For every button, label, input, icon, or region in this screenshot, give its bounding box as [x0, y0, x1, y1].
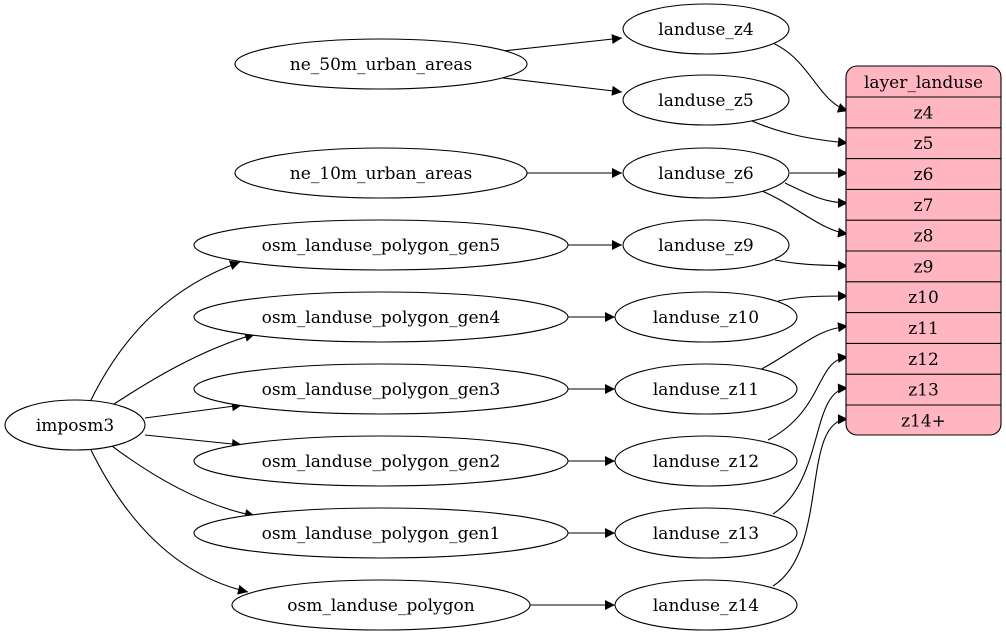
edge-imposm3-gen5 [89, 260, 241, 403]
node-landuse-z4[interactable]: landuse_z4 [622, 3, 790, 55]
node-label: osm_landuse_polygon_gen3 [262, 380, 501, 400]
edge-z13-row-z13 [772, 383, 849, 515]
node-osm-landuse-polygon-gen2[interactable]: osm_landuse_polygon_gen2 [193, 435, 569, 487]
node-label: osm_landuse_polygon_gen5 [262, 236, 501, 256]
table-row-z13[interactable]: z13 [908, 381, 939, 401]
node-osm-landuse-polygon-gen1[interactable]: osm_landuse_polygon_gen1 [193, 507, 569, 559]
node-imposm3[interactable]: imposm3 [4, 399, 146, 451]
table-row-z14-plus[interactable]: z14+ [901, 411, 946, 431]
table-row-z9[interactable]: z9 [914, 257, 934, 277]
node-osm-landuse-polygon-gen3[interactable]: osm_landuse_polygon_gen3 [193, 363, 569, 415]
node-label: osm_landuse_polygon_gen1 [262, 524, 501, 544]
source-nodes: ne_50m_urban_areas ne_10m_urban_areas os… [4, 38, 569, 631]
node-landuse-z9[interactable]: landuse_z9 [622, 219, 790, 271]
table-row-z4[interactable]: z4 [914, 103, 934, 123]
edge-z14-row-z14 [772, 414, 849, 587]
edge-z9-row-z9 [774, 259, 849, 271]
edge-imposm3-gen4 [104, 331, 256, 411]
node-ne-50m-urban-areas[interactable]: ne_50m_urban_areas [234, 38, 528, 90]
edges [89, 34, 849, 610]
node-osm-landuse-polygon-gen4[interactable]: osm_landuse_polygon_gen4 [193, 291, 569, 343]
table-row-z6[interactable]: z6 [914, 165, 934, 185]
table-row-z8[interactable]: z8 [914, 227, 934, 247]
edge-z10-row-z10 [777, 291, 849, 302]
node-landuse-z10[interactable]: landuse_z10 [614, 291, 798, 343]
node-landuse-z11[interactable]: landuse_z11 [614, 363, 798, 415]
edge-ne50m-z5 [502, 77, 623, 96]
node-label: landuse_z10 [653, 308, 759, 328]
node-label: ne_50m_urban_areas [290, 55, 472, 75]
table-row-z10[interactable]: z10 [908, 288, 939, 308]
node-label: landuse_z9 [658, 236, 753, 256]
edge-z4-row-z4 [764, 39, 849, 113]
node-label: osm_landuse_polygon_gen4 [262, 308, 501, 328]
edge-imposm3-gen3 [144, 401, 243, 419]
layer-landuse-table[interactable]: layer_landuse z4 z5 z6 z7 z8 z9 z10 z11 z12 z13 z1… [845, 65, 1002, 436]
landuse-nodes: landuse_z4 landuse_z5 landuse_z6 landuse… [614, 3, 798, 631]
node-label: landuse_z12 [653, 452, 759, 472]
table-row-z12[interactable]: z12 [908, 350, 939, 370]
table-rows: z4 z5 z6 z7 z8 z9 z10 z11 z12 z13 z14+ [846, 96, 1001, 431]
node-label: landuse_z14 [653, 596, 759, 616]
edge-z11-row-z11 [759, 322, 849, 371]
node-label: landuse_z5 [658, 91, 753, 111]
node-label: landuse_z6 [658, 164, 753, 184]
node-landuse-z14[interactable]: landuse_z14 [614, 579, 798, 631]
edge-z6-row-z7 [784, 182, 849, 208]
node-label: osm_landuse_polygon [287, 596, 474, 616]
node-label: landuse_z13 [653, 524, 759, 544]
table-title: layer_landuse [864, 73, 983, 93]
node-landuse-z12[interactable]: landuse_z12 [614, 435, 798, 487]
edge-z6-row-z8 [761, 190, 849, 238]
node-landuse-z6[interactable]: landuse_z6 [622, 147, 790, 199]
node-ne-10m-urban-areas[interactable]: ne_10m_urban_areas [234, 147, 528, 199]
node-label: osm_landuse_polygon_gen2 [262, 452, 501, 472]
edge-ne50m-z4 [502, 34, 623, 52]
node-landuse-z13[interactable]: landuse_z13 [614, 507, 798, 559]
node-label: ne_10m_urban_areas [290, 164, 472, 184]
table-row-z7[interactable]: z7 [914, 196, 934, 216]
edge-z12-row-z12 [767, 352, 849, 441]
node-landuse-z5[interactable]: landuse_z5 [622, 74, 790, 126]
node-label: landuse_z4 [658, 20, 753, 40]
edge-z5-row-z5 [751, 120, 849, 148]
edge-imposm3-gen2 [144, 434, 243, 449]
node-label: imposm3 [36, 416, 114, 436]
node-osm-landuse-polygon-gen5[interactable]: osm_landuse_polygon_gen5 [193, 219, 569, 271]
node-osm-landuse-polygon[interactable]: osm_landuse_polygon [231, 579, 531, 631]
table-row-z5[interactable]: z5 [914, 134, 934, 154]
node-label: landuse_z11 [653, 380, 759, 400]
edge-imposm3-gen1 [107, 442, 256, 519]
edge-imposm3-poly [89, 447, 249, 595]
table-row-z11[interactable]: z11 [908, 319, 939, 339]
